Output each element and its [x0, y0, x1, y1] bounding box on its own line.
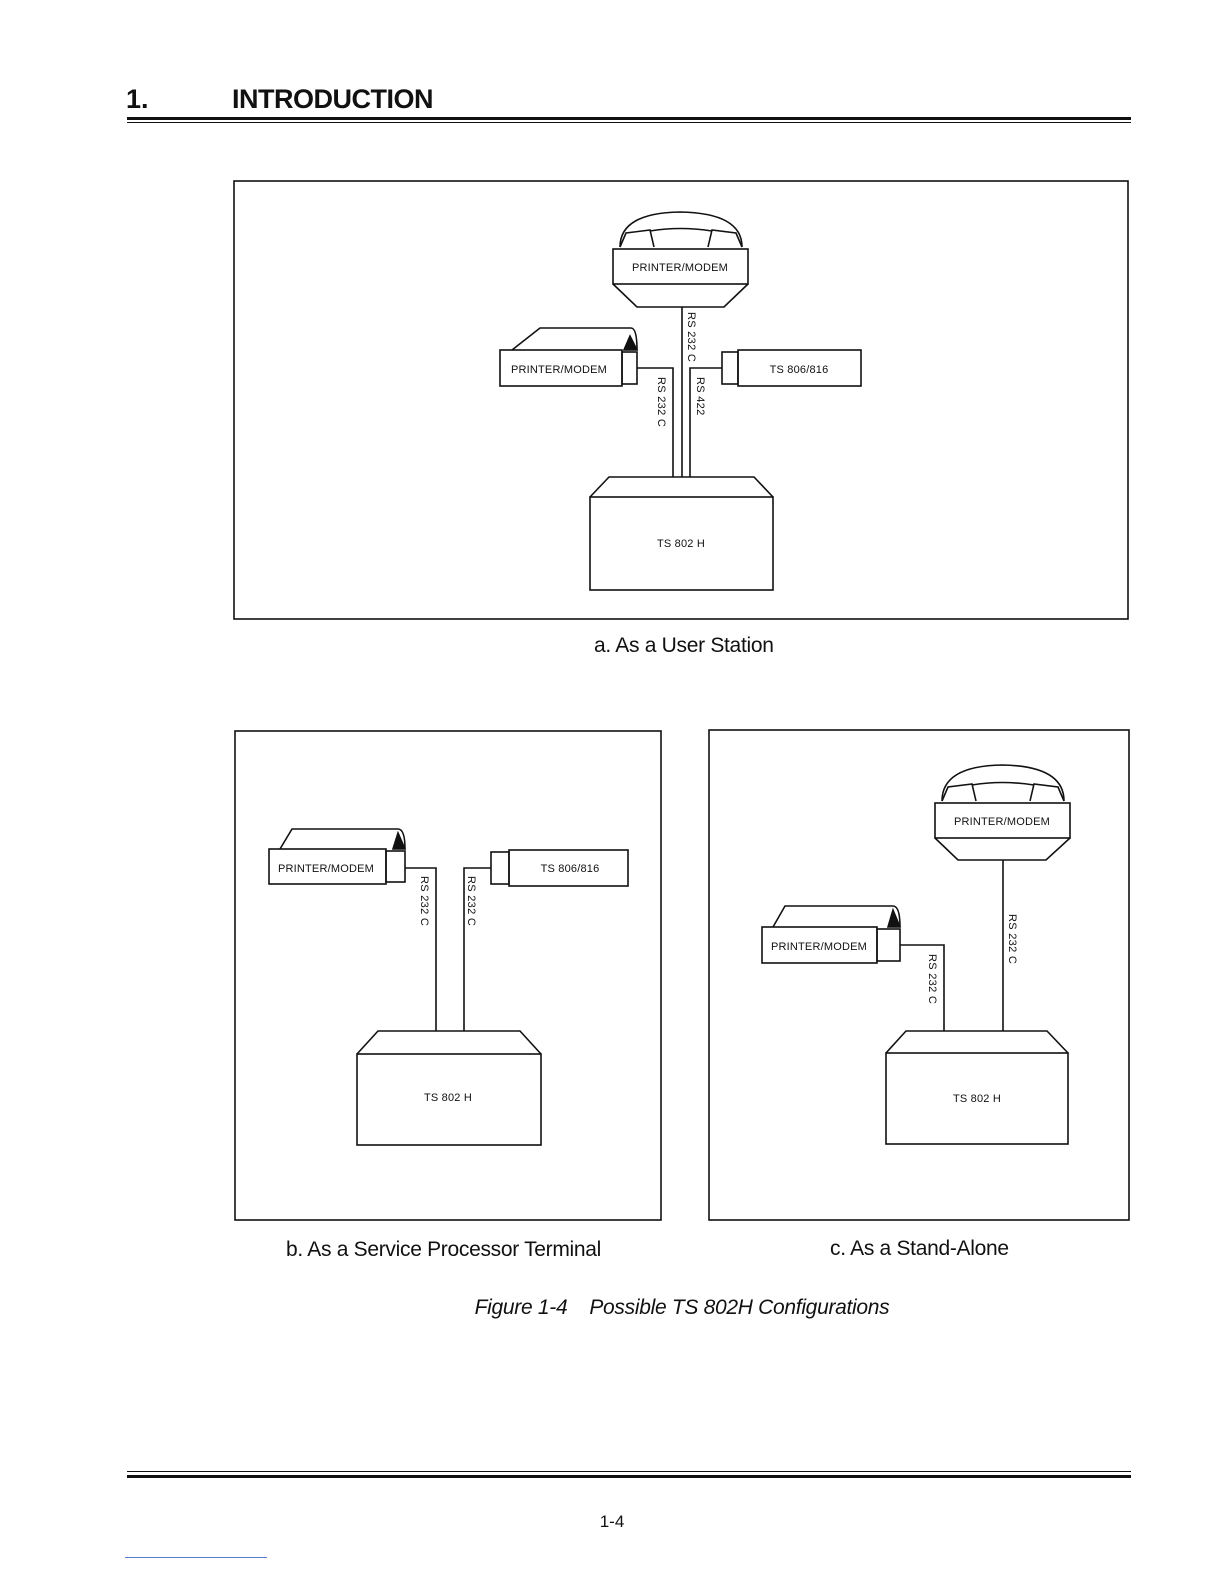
diagram-b-caption: b. As a Service Processor Terminal — [286, 1238, 602, 1261]
diagram-b-host — [356, 1030, 542, 1146]
diagram-c-host-label: TS 802 H — [953, 1093, 1001, 1105]
printer-paper-icon — [511, 327, 638, 351]
diagram-c-host — [885, 1030, 1069, 1145]
diagram-c-caption: c. As a Stand-Alone — [830, 1237, 1009, 1260]
diagram-a-printer-modem — [499, 327, 639, 387]
diagram-c-cables — [900, 860, 1004, 1031]
printer-paper-icon — [772, 905, 901, 928]
diagram-c-phone-modem-label: PRINTER/MODEM — [954, 816, 1050, 828]
diagram-c-phone-link-label: RS 232 C — [1006, 914, 1018, 964]
diagram-b-host-label: TS 802 H — [424, 1092, 472, 1104]
diagram-a-frame — [233, 180, 1129, 620]
telephone-handset-icon — [941, 764, 1065, 802]
diagram-a-phone-modem — [612, 211, 749, 308]
diagram-c-printer-link-label: RS 232 C — [926, 954, 938, 1004]
diagram-b-printer-link-label: RS 232 C — [418, 876, 430, 926]
page-number: 1-4 — [599, 1512, 625, 1531]
footnote-separator — [125, 1557, 267, 1558]
diagram-c-printer-modem-label: PRINTER/MODEM — [771, 941, 867, 953]
diagram-b-terminal-link-label: RS 232 C — [465, 876, 477, 926]
diagram-a-printer-link-label: RS 232 C — [655, 377, 667, 427]
diagram-c-frame — [708, 729, 1130, 1221]
figure-caption: Figure 1-4 Possible TS 802H Configuration… — [0, 1296, 1224, 1320]
telephone-handset-icon — [619, 211, 743, 248]
diagram-a-terminal-label: TS 806/816 — [770, 364, 829, 376]
diagram-c-phone-modem — [934, 764, 1071, 861]
diagram-a-phone-link-label: RS 232 C — [685, 312, 697, 362]
section-title: INTRODUCTION — [232, 84, 433, 114]
diagram-b-printer-modem-label: PRINTER/MODEM — [278, 863, 374, 875]
footer-rule-thin — [127, 1471, 1131, 1472]
diagram-b-frame — [234, 730, 662, 1221]
diagram-a-printer-modem-label: PRINTER/MODEM — [511, 364, 607, 376]
footer-rule — [127, 1475, 1131, 1478]
diagram-c-printer-modem — [761, 905, 902, 964]
section-number: 1. — [126, 84, 149, 114]
diagram-b-cables — [405, 867, 491, 1031]
header-rule-thin — [127, 122, 1131, 123]
diagram-b-printer-modem — [268, 828, 407, 885]
header-rule — [127, 117, 1131, 120]
diagram-a-terminal-link-label: RS 422 — [694, 377, 706, 416]
figure-number: Figure 1-4 — [474, 1296, 568, 1319]
printer-paper-icon — [279, 828, 406, 850]
figure-title: Possible TS 802H Configurations — [589, 1296, 890, 1319]
diagram-a-host — [589, 476, 774, 591]
diagram-a-cables — [637, 307, 722, 477]
diagram-b-terminal-label: TS 806/816 — [541, 863, 600, 875]
diagram-a-host-label: TS 802 H — [657, 538, 705, 550]
diagram-a-caption: a. As a User Station — [594, 634, 774, 657]
diagram-a-phone-modem-label: PRINTER/MODEM — [632, 262, 728, 274]
